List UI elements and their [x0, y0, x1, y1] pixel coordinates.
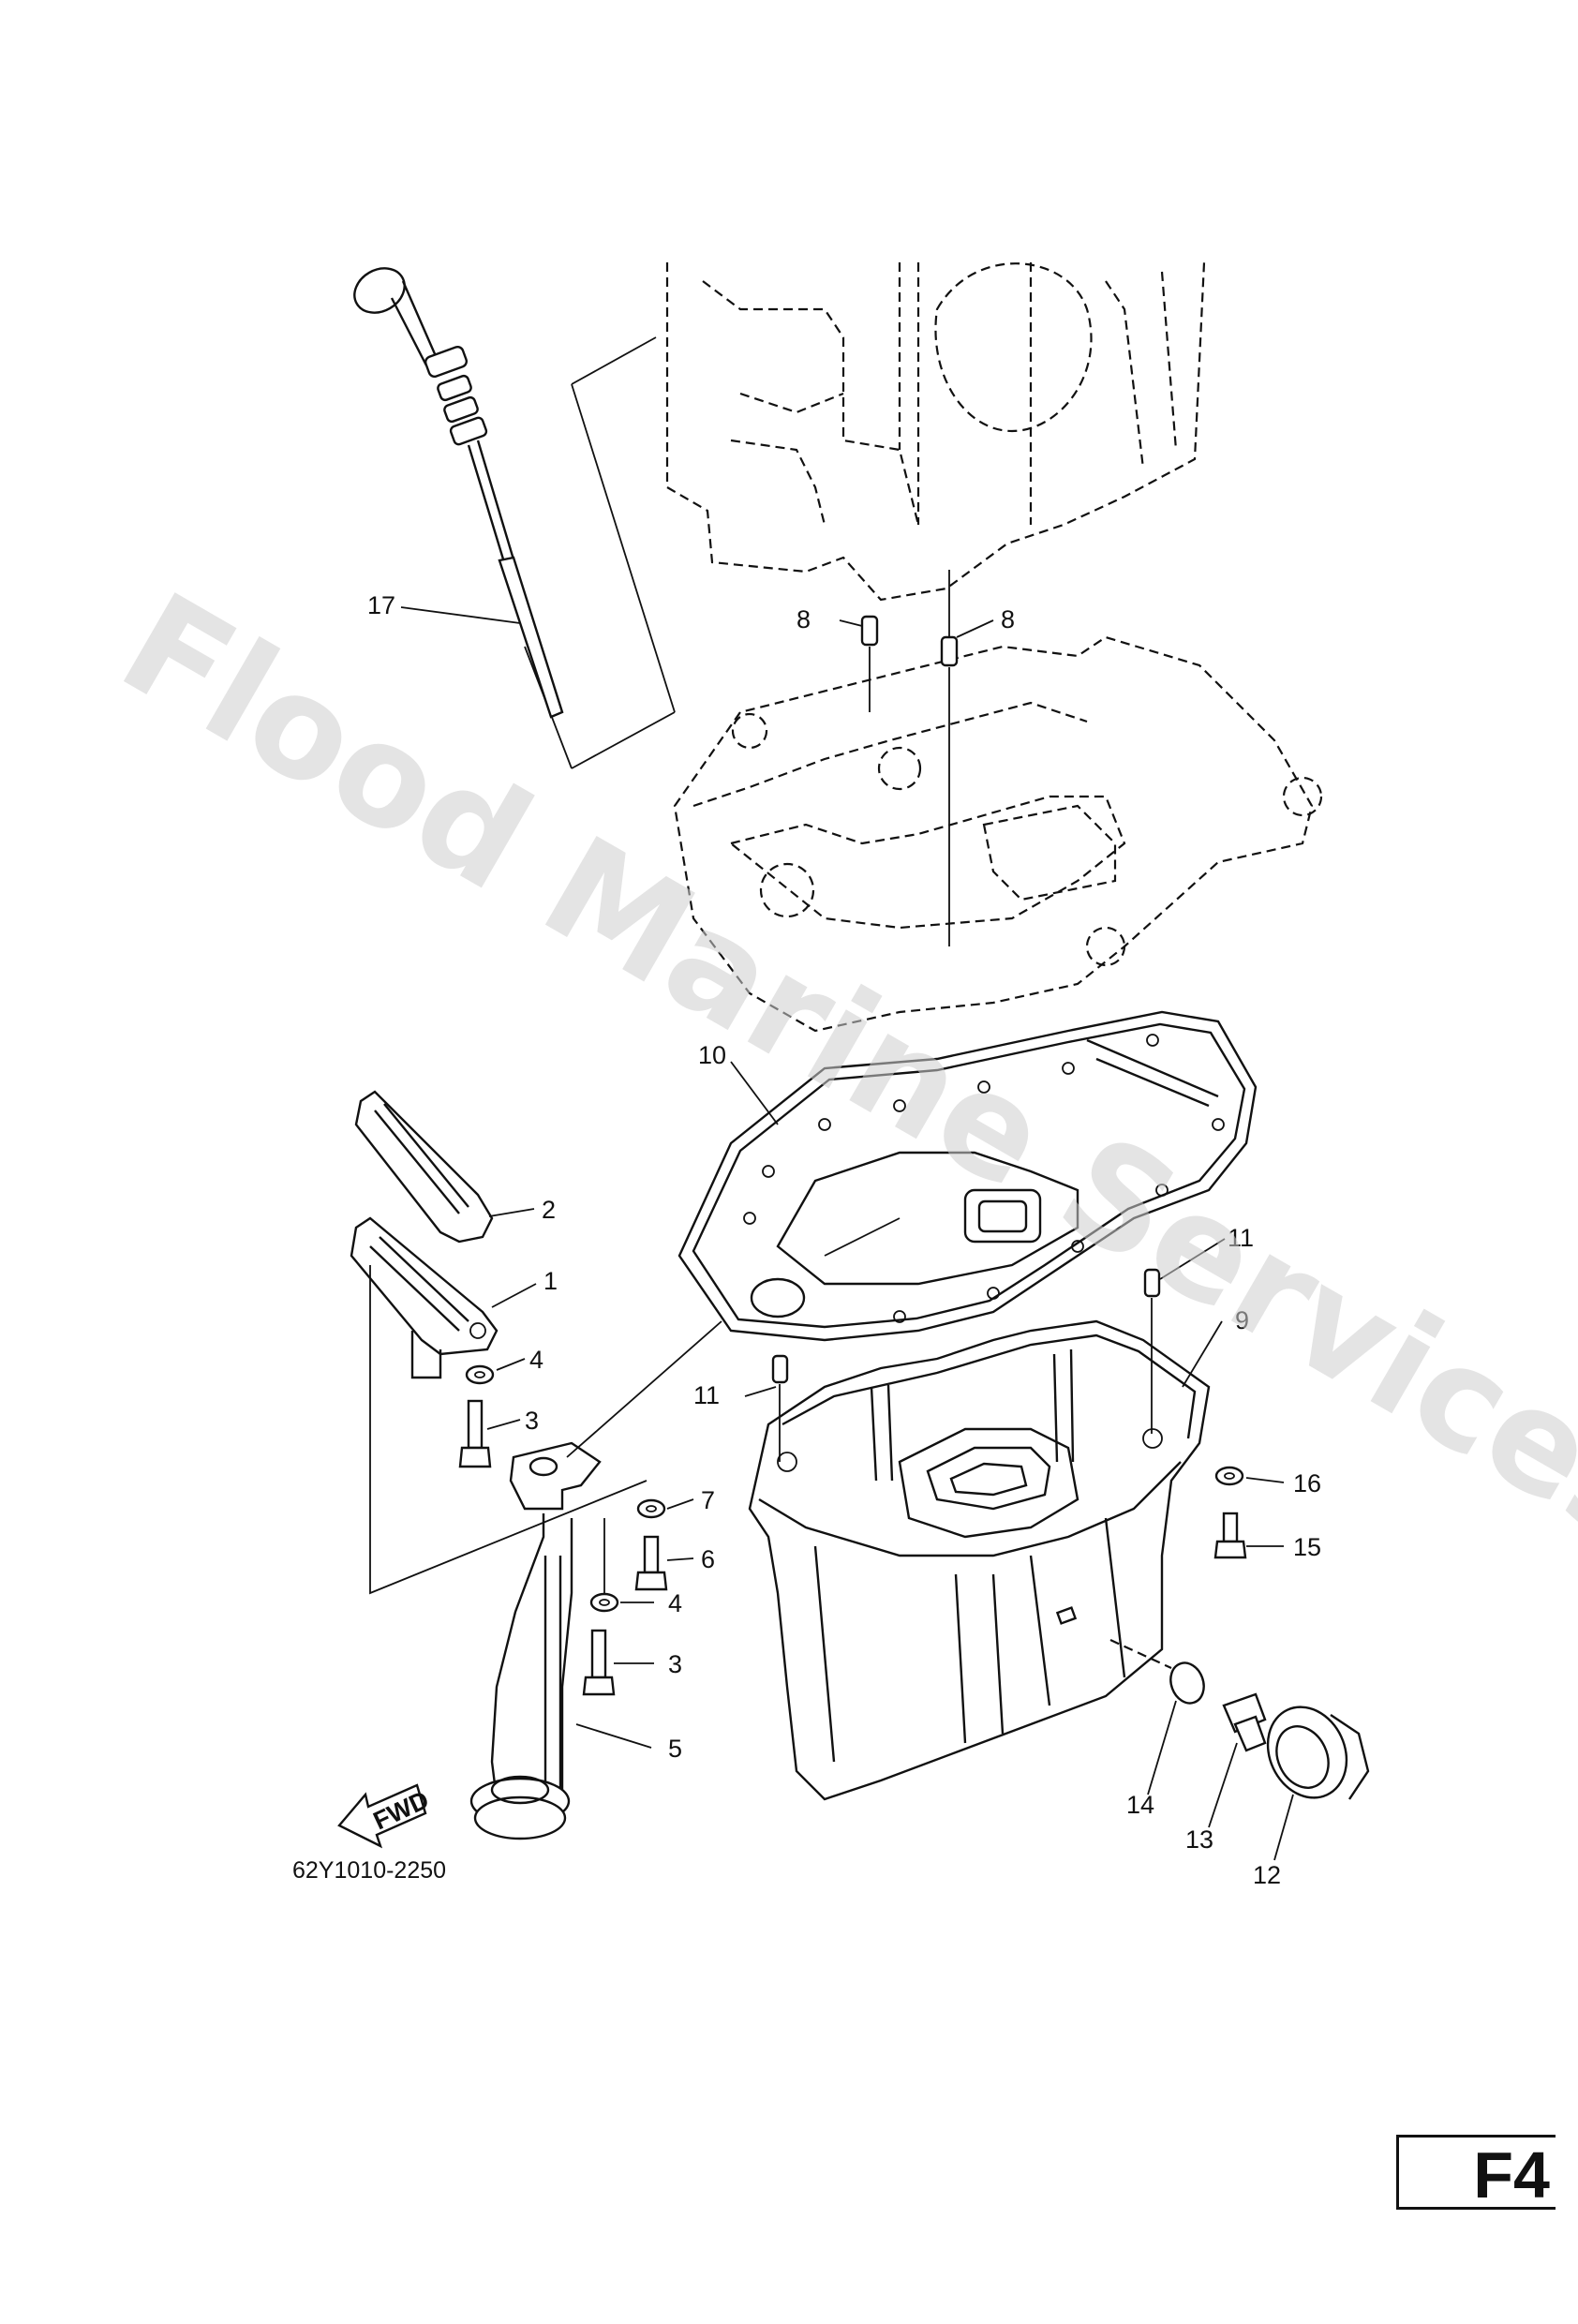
callout-8-left: 8	[796, 605, 811, 633]
dowel-pin-8a	[860, 615, 879, 712]
watermark-text: Flood Marine Services	[96, 562, 1578, 1579]
callout-4-lower: 4	[668, 1589, 682, 1617]
drain-plug-13	[1222, 1692, 1267, 1752]
bolt-6	[634, 1535, 668, 1591]
washer-16	[1214, 1466, 1244, 1486]
callout-11-right: 11	[1228, 1224, 1254, 1252]
oil-pan-gasket	[677, 1010, 1258, 1342]
callout-7: 7	[701, 1486, 715, 1514]
diagram-code: 62Y1010-2250	[292, 1857, 446, 1884]
washer-4-lower	[589, 1592, 619, 1613]
washer-7	[636, 1498, 666, 1519]
oil-dipstick	[353, 267, 564, 719]
dowel-pin-11-left	[771, 1354, 789, 1462]
callout-8-right: 8	[1001, 605, 1015, 633]
dowel-pin-11-right	[1143, 1268, 1161, 1434]
oil-strainer-bracket	[350, 1216, 499, 1379]
callout-12: 12	[1253, 1861, 1281, 1889]
callout-11-left: 11	[693, 1381, 720, 1409]
washer-4-upper	[465, 1364, 495, 1385]
oil-suction-pipe	[469, 1441, 602, 1840]
callout-9: 9	[1235, 1306, 1249, 1334]
callout-14: 14	[1126, 1791, 1154, 1819]
callout-3-upper: 3	[525, 1407, 539, 1435]
callout-15: 15	[1293, 1533, 1321, 1561]
dipstick-bracket-lines	[524, 336, 676, 769]
callout-17: 17	[367, 591, 395, 619]
dowel-pin-8b	[940, 570, 959, 946]
o-ring-14	[1169, 1661, 1205, 1705]
callout-leader-lines	[400, 606, 1294, 1861]
bolt-3-lower	[582, 1629, 616, 1696]
page-tag: F4	[1396, 2135, 1556, 2212]
callout-10: 10	[698, 1041, 726, 1069]
oil-pan	[748, 1319, 1211, 1801]
forward-direction-arrow: FWD	[337, 1783, 433, 1849]
exhaust-guide-outline	[673, 635, 1323, 1033]
bolt-15	[1213, 1512, 1247, 1559]
assembly-guide-lines	[369, 1265, 722, 1595]
callout-4-upper: 4	[529, 1346, 543, 1374]
callout-13: 13	[1185, 1825, 1213, 1854]
callout-16: 16	[1293, 1469, 1321, 1497]
callout-6: 6	[701, 1545, 715, 1573]
callout-3-lower: 3	[668, 1650, 682, 1678]
callout-2: 2	[542, 1196, 556, 1224]
callout-5: 5	[668, 1735, 682, 1763]
suction-pipe-gasket	[354, 1090, 494, 1244]
engine-block-outline	[665, 261, 1206, 602]
drain-cover-12	[1266, 1706, 1370, 1800]
bolt-3-upper	[458, 1399, 492, 1468]
callout-1: 1	[543, 1267, 558, 1295]
callout-numbers: 17 8 8 10 2 1 4 3 11 11 9 7 6 4 3 5 16 1…	[367, 591, 1321, 1889]
